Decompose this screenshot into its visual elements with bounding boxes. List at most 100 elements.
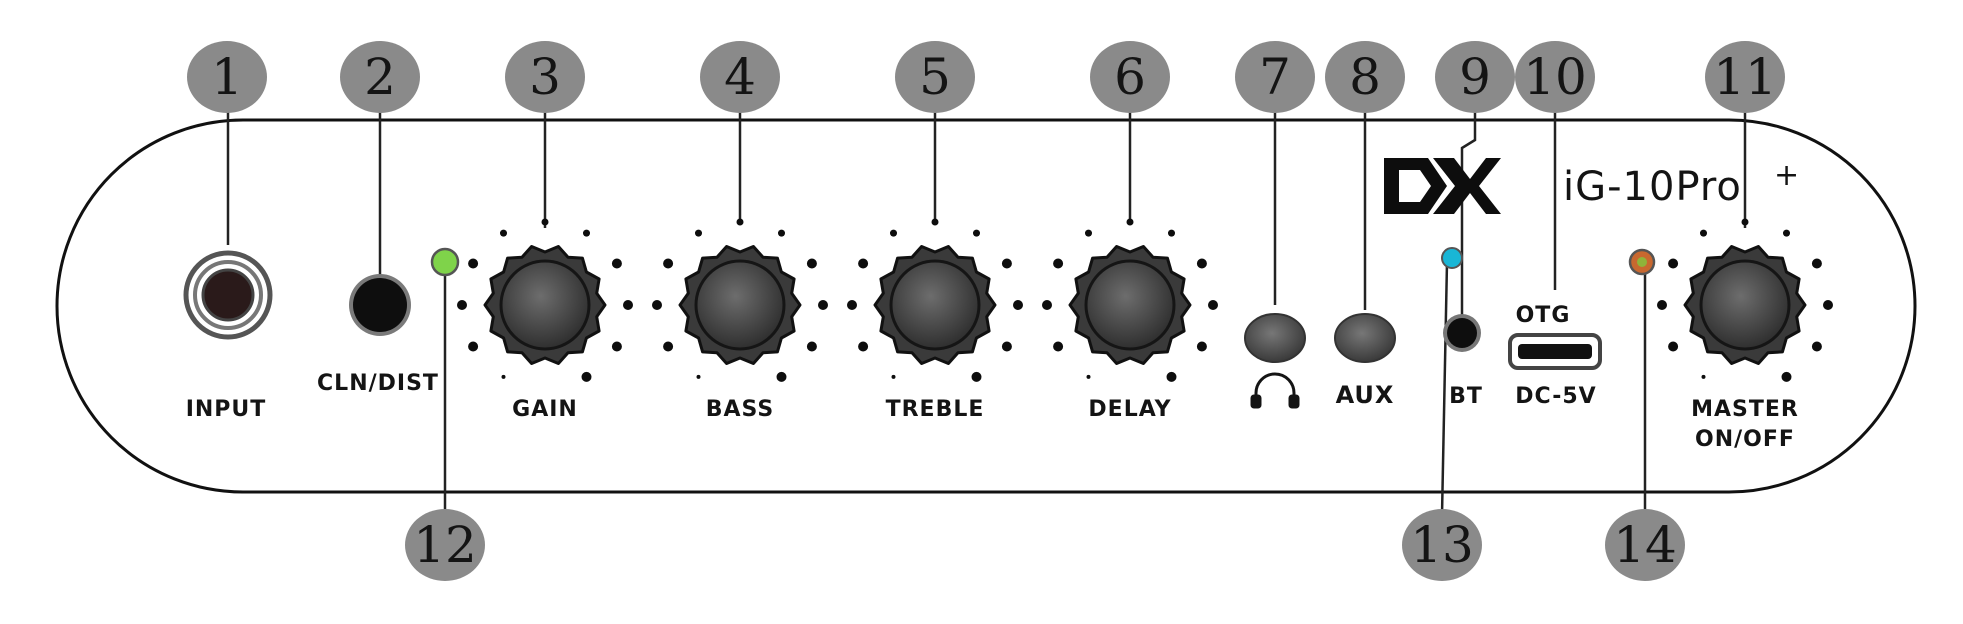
knob-tick-dot: [1668, 341, 1679, 352]
knob-tick-dot: [1126, 218, 1134, 226]
knob-tick-dot: [623, 300, 633, 310]
input-jack[interactable]: [183, 250, 273, 340]
knob-tick-dot: [541, 218, 549, 226]
callout-2: [340, 41, 420, 113]
knob-tick-dot: [736, 218, 744, 226]
knob-tick-dot: [806, 258, 817, 269]
aux-jack[interactable]: [1334, 313, 1396, 363]
knob-tick-dot: [663, 258, 674, 269]
treble-knob[interactable]: [847, 218, 1023, 382]
model-name: iG-10Pro: [1563, 164, 1742, 210]
model-suffix: +: [1774, 158, 1800, 193]
knob-cap: [1699, 259, 1791, 351]
callout-10: [1515, 41, 1595, 113]
knob-tick-dot: [891, 374, 896, 379]
knob-tick-dot: [1783, 229, 1790, 237]
knob-tick-dot: [858, 258, 869, 269]
callout-7-text: 7: [1259, 48, 1291, 106]
knob-tick-dot: [695, 229, 702, 237]
label-master: MASTER: [1691, 397, 1799, 422]
callout-6: [1090, 41, 1170, 113]
knob-tick-dot: [581, 371, 592, 382]
knob-tick-dot: [890, 229, 897, 237]
knob-tick-dot: [501, 374, 506, 379]
knob-tick-dot: [468, 341, 479, 352]
knob-tick-dot: [696, 374, 701, 379]
knob-tick-dot: [818, 300, 828, 310]
knob-tick-dot: [468, 258, 479, 269]
label-delay: DELAY: [1088, 397, 1171, 422]
knob-tick-dot: [1208, 300, 1218, 310]
callout-11: [1705, 41, 1785, 113]
knob-tick-dot: [1001, 341, 1012, 352]
label-treble: TREBLE: [886, 397, 985, 422]
knob-tick-dot: [1657, 300, 1667, 310]
knob-tick-dot: [500, 229, 507, 237]
knob-tick-dot: [652, 300, 662, 310]
callout-12: [405, 509, 485, 581]
callout-8: [1325, 41, 1405, 113]
knob-tick-dot: [583, 229, 590, 237]
knob-tick-dot: [806, 341, 817, 352]
knob-tick-dot: [778, 229, 785, 237]
bass-knob[interactable]: [652, 218, 828, 382]
master-led: [1628, 248, 1656, 276]
gain-knob[interactable]: [457, 218, 633, 382]
knob-tick-dot: [1811, 258, 1822, 269]
callout-10-text: 10: [1523, 48, 1587, 106]
dk-logo-icon: [1384, 158, 1501, 214]
callout-5: [895, 41, 975, 113]
knob-tick-dot: [1811, 341, 1822, 352]
knob-tick-dot: [457, 300, 467, 310]
label-bt: BT: [1449, 384, 1483, 409]
knob-tick-dot: [1741, 218, 1749, 226]
label-gain: GAIN: [512, 397, 578, 422]
knob-cap: [499, 259, 591, 351]
callout-7: [1235, 41, 1315, 113]
knob-tick-dot: [1166, 371, 1177, 382]
callout-1: [187, 41, 267, 113]
label-bass: BASS: [706, 397, 775, 422]
callout-8-text: 8: [1349, 48, 1381, 106]
knob-tick-dot: [1196, 341, 1207, 352]
callout-leaders: [226, 110, 1747, 520]
knob-cap: [694, 259, 786, 351]
callout-3: [505, 41, 585, 113]
knob-tick-dot: [1085, 229, 1092, 237]
knob-tick-dot: [931, 218, 939, 226]
knob-tick-dot: [611, 258, 622, 269]
callout-4-text: 4: [724, 48, 756, 106]
knob-tick-dot: [973, 229, 980, 237]
bt-button[interactable]: [1443, 314, 1481, 352]
callout-13: [1402, 509, 1482, 581]
callout-6-text: 6: [1114, 48, 1146, 106]
knob-tick-dot: [1823, 300, 1833, 310]
knob-tick-dot: [1668, 258, 1679, 269]
usb-otg-port[interactable]: [1508, 333, 1602, 370]
cln-dist-button[interactable]: [349, 274, 411, 336]
label-cln-dist: CLN/DIST: [317, 371, 439, 396]
headphone-jack[interactable]: [1244, 313, 1306, 363]
delay-knob[interactable]: [1042, 218, 1218, 382]
label-aux: AUX: [1336, 381, 1395, 409]
knob-tick-dot: [1001, 258, 1012, 269]
knob-cap: [889, 259, 981, 351]
knob-tick-dot: [1086, 374, 1091, 379]
knob-tick-dot: [1196, 258, 1207, 269]
label-dc: DC-5V: [1515, 384, 1596, 409]
knob-cap: [1084, 259, 1176, 351]
knob-tick-dot: [1013, 300, 1023, 310]
callout-12-text: 12: [413, 516, 477, 574]
knob-tick-dot: [1701, 374, 1706, 379]
callout-9-text: 9: [1459, 48, 1491, 106]
callout-5-text: 5: [919, 48, 951, 106]
callout-14: [1605, 509, 1685, 581]
knob-tick-dot: [1053, 341, 1064, 352]
gain-led: [430, 247, 460, 277]
master-knob[interactable]: [1657, 218, 1833, 382]
knob-tick-dot: [1700, 229, 1707, 237]
knob-tick-dot: [847, 300, 857, 310]
knob-tick-dot: [1053, 258, 1064, 269]
knob-tick-dot: [1168, 229, 1175, 237]
knob-tick-dot: [611, 341, 622, 352]
